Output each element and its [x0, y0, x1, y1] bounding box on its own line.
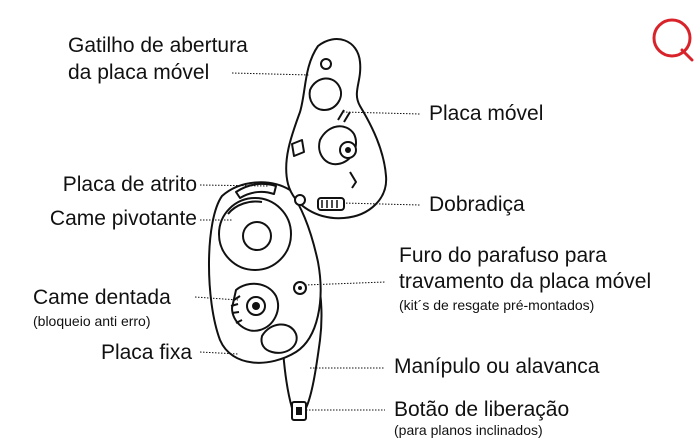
- label-friction-plate: Placa de atrito: [62, 173, 197, 196]
- leader-friction-plate: [199, 184, 269, 187]
- label-release-button-note: (para planos inclinados): [394, 422, 543, 438]
- label-screw-hole-line1: Furo do parafuso para: [399, 244, 607, 267]
- label-fixed-plate: Placa fixa: [100, 341, 192, 364]
- trigger-shape: [308, 77, 342, 111]
- leader-toothed-cam: [194, 296, 239, 301]
- label-trigger-line2: da placa móvel: [68, 61, 210, 84]
- label-pivot-cam: Came pivotante: [49, 207, 197, 230]
- brand-logo-icon: [652, 18, 694, 62]
- label-screw-hole-note: (kit´s de resgate pré-montados): [399, 297, 595, 313]
- label-trigger-line1: Gatilho de abertura: [68, 34, 248, 57]
- label-hinge: Dobradiça: [429, 193, 525, 216]
- label-release-button: Botão de liberação: [394, 398, 570, 421]
- leader-screw-hole: [304, 281, 386, 286]
- leader-hinge: [342, 202, 421, 206]
- label-screw-hole-line2: travamento da placa móvel: [399, 270, 652, 293]
- leader-fixed-plate: [199, 351, 239, 355]
- leader-moving-plate: [342, 111, 421, 115]
- label-toothed-cam-note: (bloqueio anti erro): [33, 313, 151, 329]
- label-moving-plate: Placa móvel: [429, 102, 544, 125]
- leader-trigger: [231, 72, 311, 76]
- label-handle: Manípulo ou alavanca: [394, 355, 600, 378]
- label-toothed-cam: Came dentada: [33, 286, 171, 309]
